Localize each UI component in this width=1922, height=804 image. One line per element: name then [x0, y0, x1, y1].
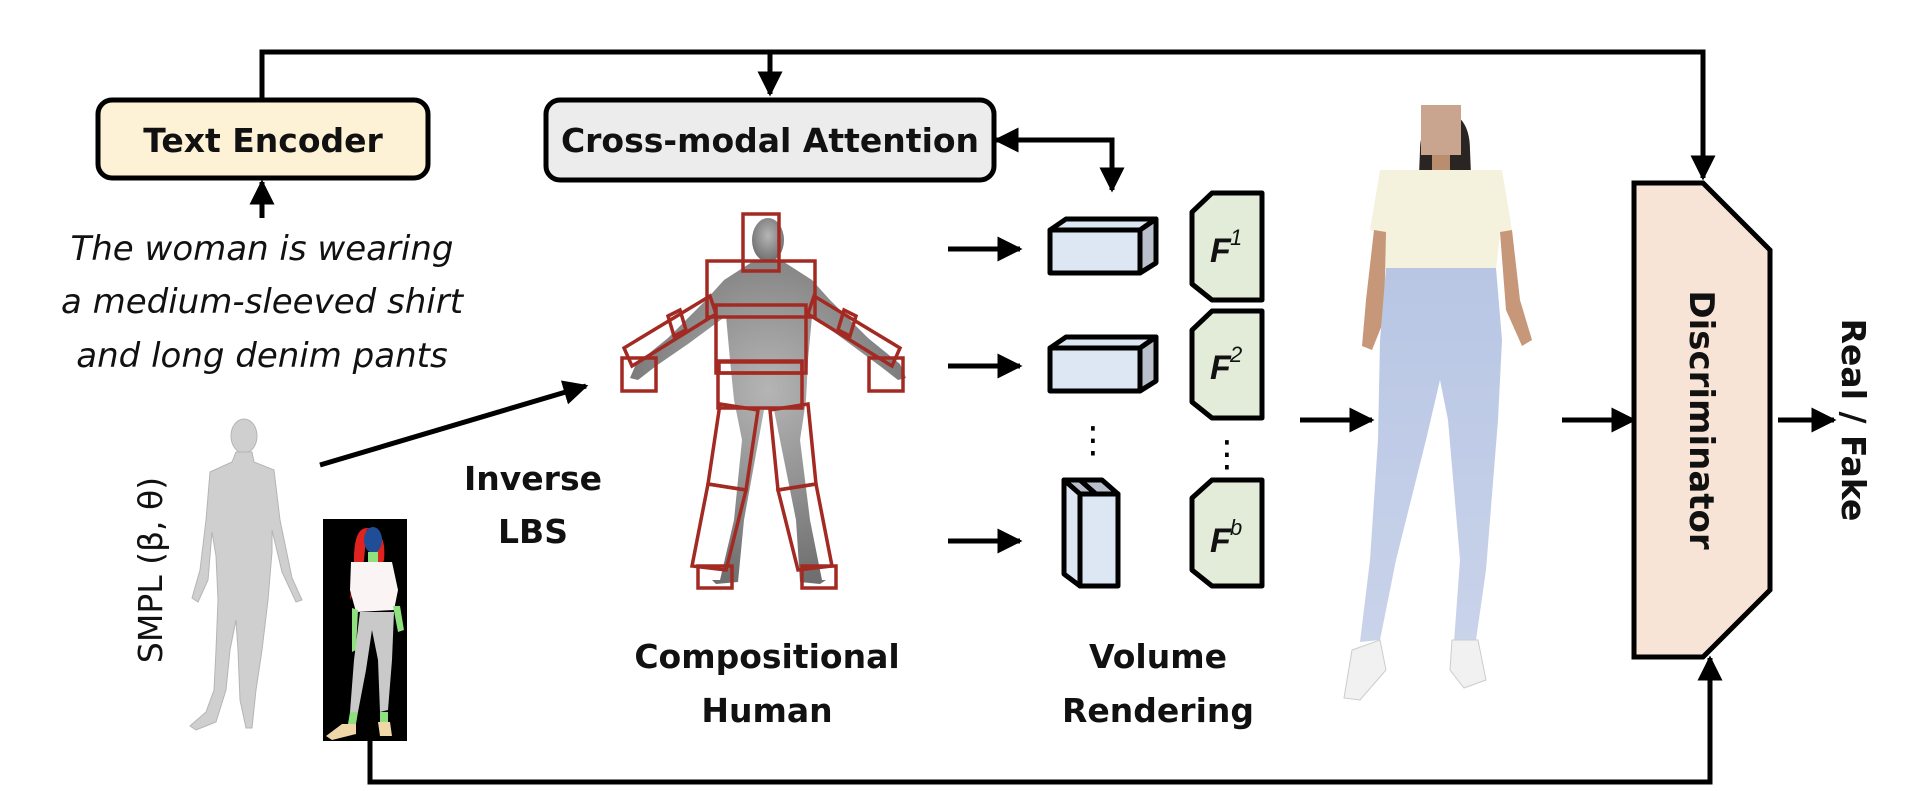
rendered-human-image: [1343, 105, 1532, 701]
prompt-line-2: a medium-sleeved shirt: [61, 282, 465, 322]
prompt-line-3: and long denim pants: [76, 336, 447, 376]
smpl-mesh-figure: [189, 418, 303, 731]
cross-attention-block: Cross-modal Attention: [543, 97, 997, 183]
output-label: Real / Fake: [1834, 319, 1873, 522]
feature-map-b: F b: [1189, 477, 1265, 589]
cross-attention-box: [543, 97, 997, 183]
compositional-human-caption: Compositional Human: [634, 637, 899, 730]
feature-2-sup: 2: [1229, 342, 1242, 367]
inverse-lbs-line-2: LBS: [498, 512, 568, 551]
volume-box-2: [1047, 334, 1159, 394]
mannequin: [630, 218, 906, 584]
inverse-lbs-label: Inverse LBS: [464, 459, 602, 551]
feature-1-sup: 1: [1230, 225, 1242, 250]
compositional-human-line-2: Human: [701, 691, 832, 730]
connector-lines: [249, 49, 1837, 785]
volume-rendering-caption: Volume Rendering: [1062, 637, 1254, 730]
text-encoder-box: [95, 97, 431, 181]
feature-b-sup: b: [1230, 515, 1242, 540]
feature-1-base: F: [1210, 232, 1232, 270]
feature-2-base: F: [1210, 349, 1232, 387]
discriminator-label: Discriminator: [1681, 290, 1721, 550]
volume-rendering-line-2: Rendering: [1062, 691, 1254, 730]
prompt-line-1: The woman is wearing: [70, 229, 453, 269]
feature-map-2: F 2: [1189, 308, 1265, 421]
compositional-human-line-1: Compositional: [634, 637, 899, 676]
volume-rendering-line-1: Volume: [1089, 637, 1227, 676]
feature-map-1: F 1: [1189, 190, 1265, 303]
text-prompt: The woman is wearing a medium-sleeved sh…: [61, 229, 465, 376]
segmentation-to-discriminator-line: [367, 655, 1723, 785]
blurred-face: [1421, 105, 1461, 155]
cross-attention-label: Cross-modal Attention: [561, 121, 979, 160]
volume-box-1: [1047, 216, 1159, 276]
compositional-human-figure: [620, 212, 906, 590]
smpl-to-human-arrow: [319, 380, 589, 468]
text-encoder-block: Text Encoder: [95, 97, 431, 181]
part-bounding-boxes: [620, 212, 905, 590]
feature-ellipsis: ⋮: [1209, 434, 1245, 475]
smpl-label: SMPL (β, θ): [131, 477, 170, 663]
feature-b-base: F: [1210, 522, 1232, 560]
segmentation-map: [323, 519, 407, 741]
discriminator-block: Discriminator: [1631, 180, 1773, 660]
text-to-top-line: [259, 49, 1716, 181]
discriminator-shape: [1631, 180, 1773, 660]
volume-boxes: [1047, 216, 1159, 589]
volume-box-3: [1061, 477, 1121, 589]
text-encoder-label: Text Encoder: [143, 121, 383, 160]
feature-maps: F 1 F 2 F b ⋮: [1189, 190, 1265, 589]
volume-ellipsis: ⋮: [1075, 420, 1111, 461]
inverse-lbs-line-1: Inverse: [464, 459, 602, 498]
cross-attention-bidirectional-arrow: [993, 127, 1125, 193]
